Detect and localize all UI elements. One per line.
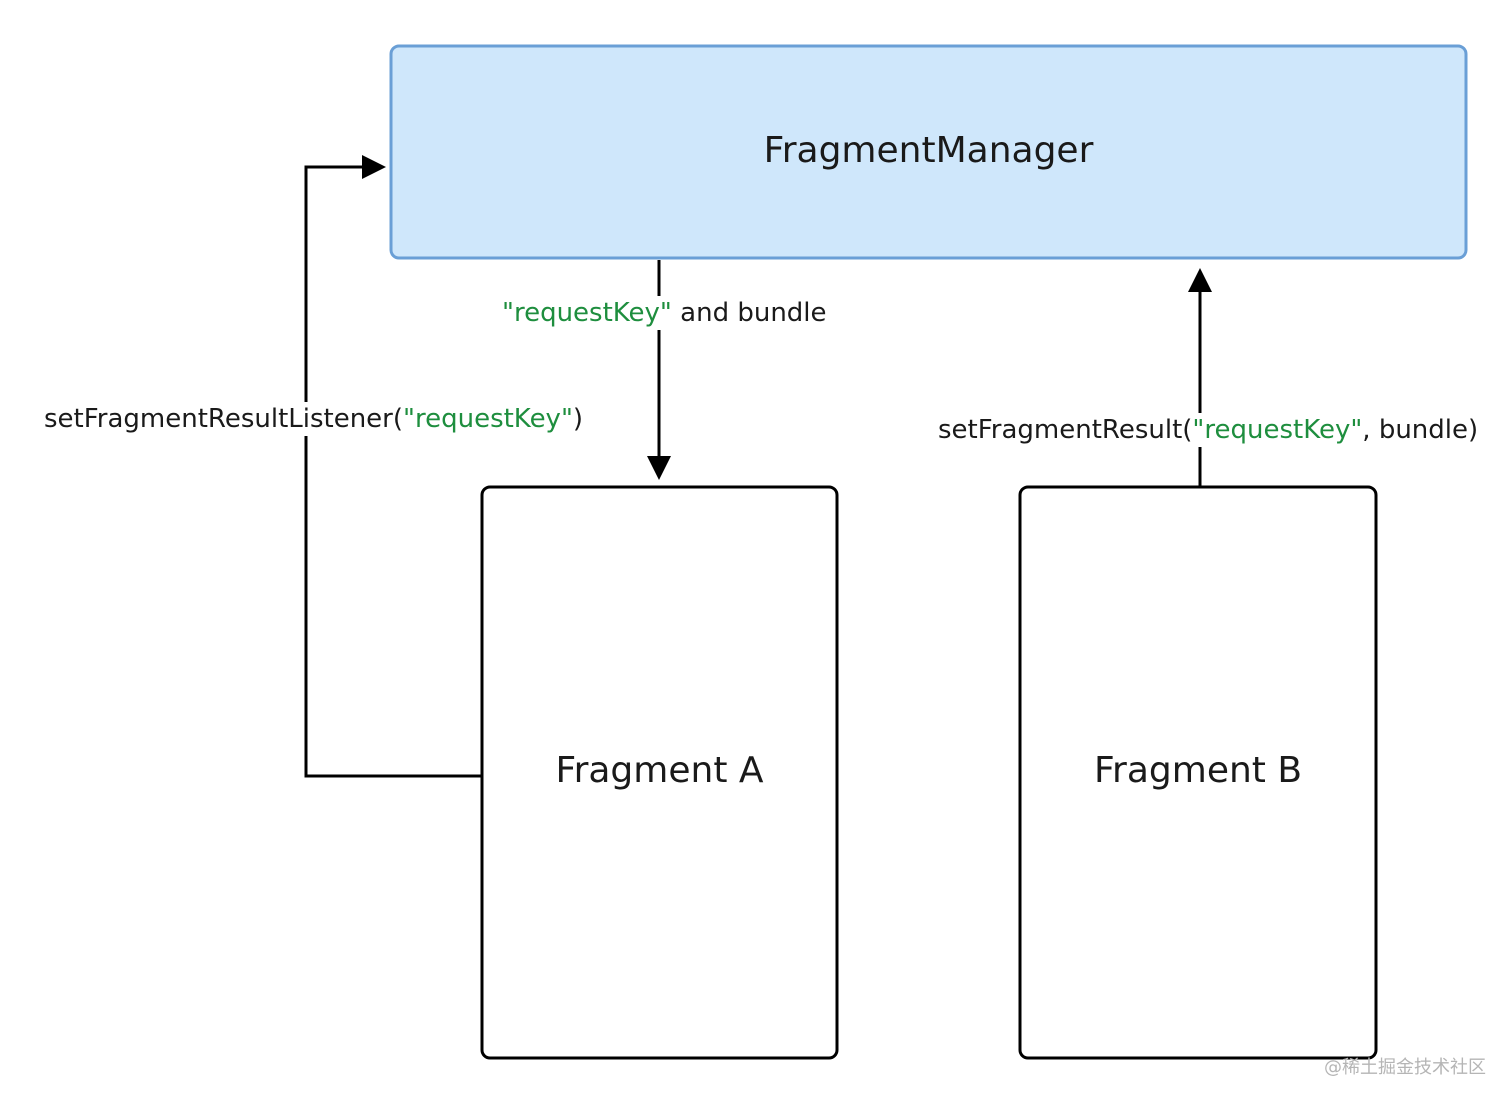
listener-arrow — [304, 165, 482, 778]
listener-prefix: setFragmentResultListener( — [44, 404, 404, 434]
fragment-a-box — [480, 485, 839, 1060]
fragment-b-box — [1018, 485, 1378, 1060]
request-edge-label: "requestKey" and bundle — [498, 296, 831, 330]
request-key: "requestKey" — [502, 298, 672, 328]
request-arrowhead — [647, 456, 671, 480]
fragment-a-label: Fragment A — [555, 750, 764, 791]
fragment-manager-label: FragmentManager — [763, 130, 1094, 171]
fragment-manager-box — [389, 44, 1468, 260]
result-key: "requestKey" — [1192, 415, 1363, 445]
listener-arrowhead — [362, 155, 386, 179]
result-arrowhead — [1188, 268, 1212, 292]
listener-key: "requestKey" — [403, 404, 573, 434]
result-prefix: setFragmentResult( — [938, 415, 1193, 445]
fragment-b-label: Fragment B — [1093, 750, 1303, 791]
listener-edge-label: setFragmentResultListener("requestKey") — [40, 402, 588, 436]
request-suffix: and bundle — [671, 298, 827, 328]
listener-suffix: ) — [572, 404, 584, 434]
result-edge-label: setFragmentResult("requestKey", bundle) — [934, 413, 1483, 447]
result-suffix: , bundle) — [1362, 415, 1479, 445]
watermark: @稀土掘金技术社区 — [1324, 1057, 1486, 1078]
